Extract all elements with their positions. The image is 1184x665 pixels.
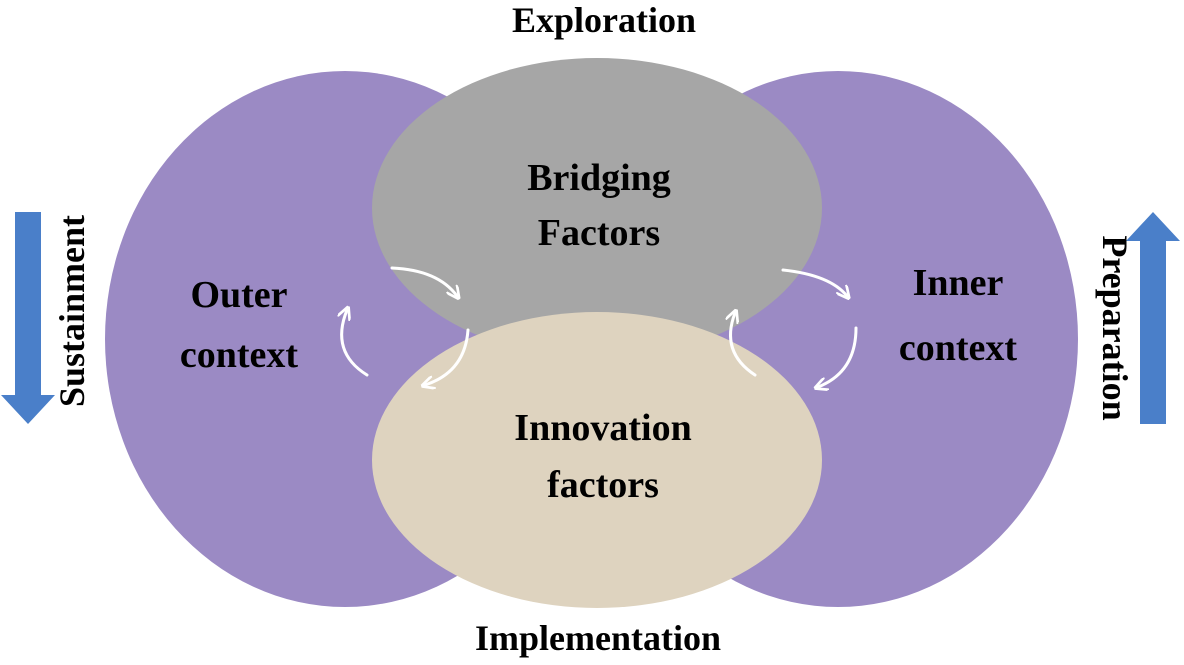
inner-context-line1: Inner bbox=[913, 262, 1004, 304]
cycle-arrow-icon bbox=[425, 328, 470, 385]
innovation-factors-line2: factors bbox=[547, 464, 659, 506]
implementation-label: Implementation bbox=[475, 618, 721, 658]
outer-context-line1: Outer bbox=[190, 274, 287, 316]
bridging-factors-line1: Bridging bbox=[527, 157, 671, 199]
inner-context-line2: context bbox=[899, 327, 1018, 369]
sustainment-down-arrow-icon bbox=[1, 212, 55, 424]
preparation-label: Preparation bbox=[1095, 235, 1135, 420]
cycle-arrow-icon bbox=[390, 266, 457, 296]
cycle-arrows bbox=[342, 266, 858, 387]
bridging-factors-ellipse bbox=[372, 58, 822, 358]
innovation-factors-ellipse bbox=[372, 312, 822, 608]
cycle-arrow-icon bbox=[342, 310, 369, 377]
innovation-factors-line1: Innovation bbox=[514, 407, 691, 449]
exploration-label: Exploration bbox=[512, 0, 696, 40]
cycle-arrow-icon bbox=[781, 268, 847, 296]
bridging-factors-line2: Factors bbox=[538, 212, 660, 254]
cycle-arrow-icon bbox=[731, 313, 757, 377]
outer-context-line2: context bbox=[180, 334, 299, 376]
cycle-arrow-icon bbox=[818, 326, 858, 387]
preparation-up-arrow-icon bbox=[1126, 212, 1180, 424]
sustainment-label: Sustainment bbox=[52, 215, 92, 407]
